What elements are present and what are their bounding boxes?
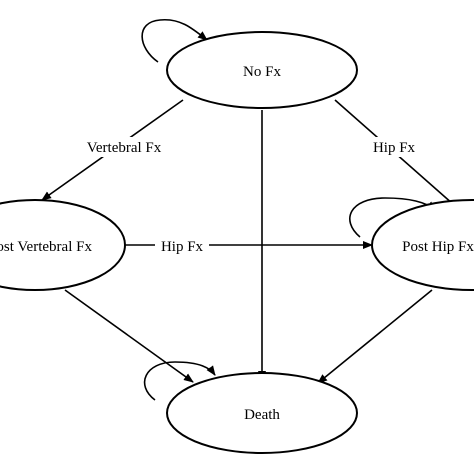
node-post-hip-fx-label: Post Hip Fx bbox=[402, 239, 474, 255]
node-no-fx-label: No Fx bbox=[243, 64, 281, 80]
edge-label-vertebral-fx: Vertebral Fx bbox=[78, 137, 170, 157]
edge-post-vertebral-to-death bbox=[64, 289, 194, 383]
node-no-fx: No Fx bbox=[166, 31, 358, 109]
edge-label-vertebral-fx-text: Vertebral Fx bbox=[87, 140, 162, 156]
self-loop-death bbox=[143, 361, 216, 401]
self-loop-post-hip bbox=[349, 197, 437, 238]
edge-label-hip-fx-upper: Hip Fx bbox=[368, 137, 420, 157]
edge-label-hip-fx-upper-text: Hip Fx bbox=[373, 140, 416, 156]
node-death-label: Death bbox=[244, 407, 280, 423]
node-post-hip-fx: Post Hip Fx bbox=[371, 199, 474, 291]
edge-label-hip-fx-middle: Hip Fx bbox=[155, 236, 209, 256]
node-post-vertebral-fx: Post Vertebral Fx bbox=[0, 199, 126, 291]
self-loop-no-fx bbox=[141, 18, 208, 63]
edge-label-hip-fx-middle-text: Hip Fx bbox=[161, 239, 204, 255]
node-post-vertebral-fx-label: Post Vertebral Fx bbox=[0, 239, 92, 255]
node-death: Death bbox=[166, 372, 358, 454]
edge-post-hip-to-death bbox=[317, 289, 433, 384]
